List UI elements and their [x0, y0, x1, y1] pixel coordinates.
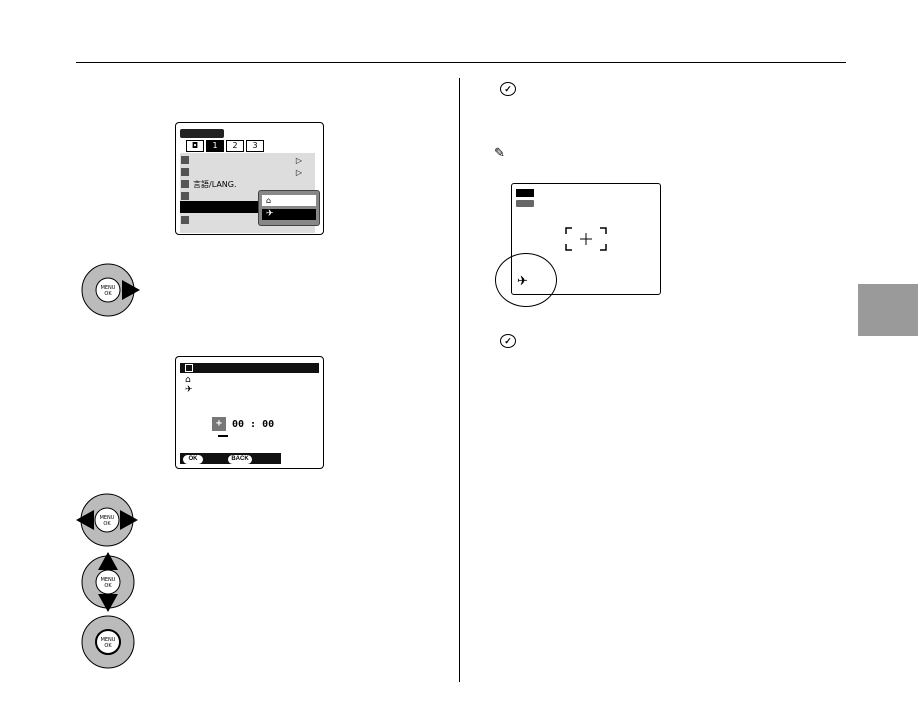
- menu-row-icon: [181, 156, 189, 164]
- dial-up-down-icon: MENU OK: [81, 552, 135, 612]
- chevron-right-icon: ▷: [295, 168, 302, 177]
- svg-text:OK: OK: [104, 291, 112, 297]
- setup-menu-screen: ◘ 1 2 3 ▷ ▷ 言語/LANG. ⌂ ✈: [175, 122, 324, 235]
- menu-row-icon: [181, 216, 189, 224]
- check-note-icon: ✓: [500, 334, 516, 348]
- svg-text:MENU: MENU: [100, 515, 115, 521]
- time-separator: :: [250, 418, 257, 430]
- svg-text:OK: OK: [104, 643, 112, 649]
- menu-row[interactable]: [181, 191, 306, 203]
- svg-text:OK: OK: [104, 583, 112, 589]
- option-home[interactable]: ⌂: [262, 195, 316, 206]
- destination-label: ✈: [185, 385, 193, 395]
- dial-left-right-icon: MENU OK: [76, 493, 138, 547]
- memo-icon: ✎: [494, 145, 505, 160]
- screen-footer: OK BACK: [180, 453, 281, 464]
- time-sign[interactable]: +: [212, 417, 226, 431]
- chapter-tab: [858, 284, 918, 336]
- screen-title-bar: [180, 363, 319, 373]
- tab-setup-1[interactable]: 1: [206, 140, 224, 152]
- menu-tabs: ◘ 1 2 3: [186, 140, 264, 152]
- battery-icon: [516, 200, 534, 207]
- menu-row-icon: [181, 192, 189, 200]
- check-note-icon: ✓: [500, 82, 516, 96]
- cursor-underline: [218, 435, 228, 437]
- time-entry[interactable]: + 00 : 00: [212, 417, 274, 431]
- highlight-circle: [495, 253, 557, 307]
- time-minutes[interactable]: 00: [262, 418, 275, 430]
- af-frame-icon: [565, 227, 607, 251]
- menu-row[interactable]: ▷: [181, 155, 306, 167]
- menu-row[interactable]: ▷: [181, 167, 306, 179]
- option-destination[interactable]: ✈: [262, 209, 316, 220]
- tab-setup-3[interactable]: 3: [246, 140, 264, 152]
- time-difference-popup: ⌂ ✈: [258, 190, 320, 226]
- mode-indicator: [516, 189, 534, 197]
- menu-row[interactable]: [181, 215, 306, 227]
- time-hours[interactable]: 00: [232, 418, 245, 430]
- back-button[interactable]: BACK: [228, 455, 252, 464]
- menu-row-time-difference-selected[interactable]: [180, 201, 260, 213]
- svg-text:MENU: MENU: [101, 285, 116, 291]
- svg-text:OK: OK: [103, 521, 111, 527]
- tab-camera[interactable]: ◘: [186, 140, 204, 152]
- dial-press-right-icon: MENU OK: [81, 263, 140, 317]
- column-divider: [459, 78, 460, 682]
- dial-press-center-icon: MENU OK: [81, 615, 135, 669]
- tab-setup-2[interactable]: 2: [226, 140, 244, 152]
- ok-button[interactable]: OK: [183, 455, 203, 464]
- top-rule: [76, 62, 846, 63]
- time-difference-screen: ⌂ ✈ + 00 : 00 OK BACK: [175, 356, 324, 469]
- home-label: ⌂: [185, 375, 191, 385]
- svg-text:MENU: MENU: [101, 577, 116, 583]
- menu-row-language[interactable]: 言語/LANG.: [181, 179, 306, 191]
- menu-row-icon: [181, 180, 189, 188]
- menu-row-icon: [181, 168, 189, 176]
- menu-title-bar: [180, 129, 224, 138]
- clock-icon: [185, 364, 193, 372]
- chevron-right-icon: ▷: [295, 156, 302, 165]
- svg-text:MENU: MENU: [101, 637, 116, 643]
